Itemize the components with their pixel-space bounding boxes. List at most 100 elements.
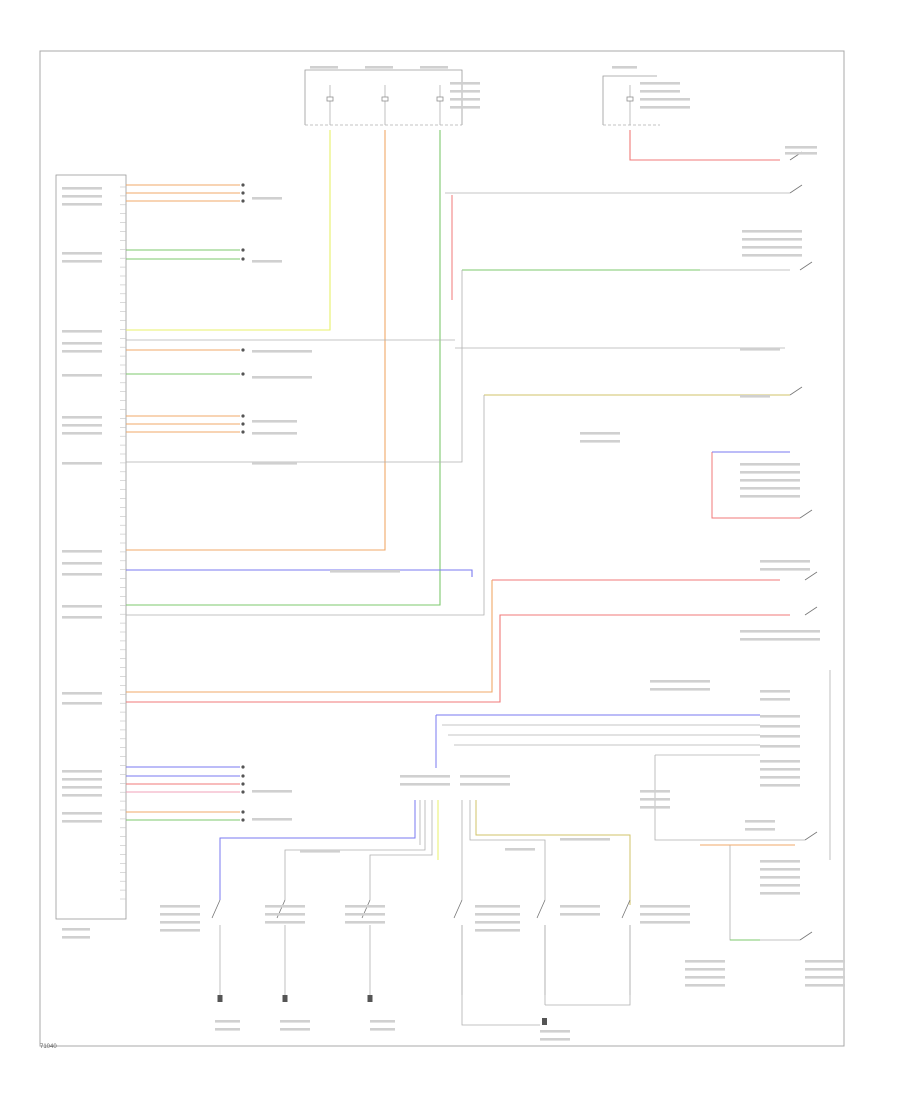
label-text-mark bbox=[740, 487, 800, 490]
label-text-mark bbox=[215, 1028, 240, 1031]
label-text-mark bbox=[475, 905, 520, 908]
label-text-mark bbox=[62, 605, 102, 608]
label-text-mark bbox=[62, 350, 102, 353]
label-text-mark bbox=[580, 432, 620, 435]
label-text-mark bbox=[370, 1028, 395, 1031]
label-text-mark bbox=[742, 254, 802, 257]
label-text-mark bbox=[280, 1020, 310, 1023]
label-text-mark bbox=[785, 146, 817, 149]
label-text-mark bbox=[252, 420, 297, 423]
connector-icon bbox=[241, 191, 245, 195]
switch-icon bbox=[453, 899, 463, 919]
label-text-mark bbox=[740, 630, 820, 633]
label-text-mark bbox=[160, 905, 200, 908]
label-text-mark bbox=[640, 98, 690, 101]
label-text-mark bbox=[252, 260, 282, 263]
connector-icon bbox=[241, 774, 245, 778]
label-text-mark bbox=[265, 913, 305, 916]
label-text-mark bbox=[252, 350, 312, 353]
label-text-mark bbox=[685, 984, 725, 987]
connector-icon bbox=[241, 372, 245, 376]
label-text-mark bbox=[760, 725, 800, 728]
label-text-mark bbox=[62, 794, 102, 797]
label-text-mark bbox=[62, 187, 102, 190]
label-text-mark bbox=[540, 1038, 570, 1041]
connector-icon bbox=[241, 348, 245, 352]
connector-icon bbox=[241, 422, 245, 426]
label-text-mark bbox=[740, 463, 800, 466]
ground-icon bbox=[217, 995, 223, 1002]
label-text-mark bbox=[760, 698, 790, 701]
label-text-mark bbox=[252, 818, 292, 821]
label-marks bbox=[62, 66, 845, 1041]
label-text-mark bbox=[805, 968, 845, 971]
label-text-mark bbox=[62, 260, 102, 263]
label-text-mark bbox=[62, 342, 102, 345]
label-text-mark bbox=[475, 929, 520, 932]
label-text-mark bbox=[640, 790, 670, 793]
label-text-mark bbox=[62, 252, 102, 255]
label-text-mark bbox=[62, 778, 102, 781]
label-text-mark bbox=[560, 913, 600, 916]
label-text-mark bbox=[650, 680, 710, 683]
label-text-mark bbox=[640, 90, 680, 93]
label-text-mark bbox=[745, 828, 775, 831]
label-text-mark bbox=[62, 562, 102, 565]
label-text-mark bbox=[640, 913, 690, 916]
ground-icon bbox=[367, 995, 373, 1002]
label-text-mark bbox=[62, 550, 102, 553]
label-text-mark bbox=[160, 929, 200, 932]
label-text-mark bbox=[62, 416, 102, 419]
right-fuse-block bbox=[602, 75, 660, 126]
connector-icon bbox=[241, 199, 245, 203]
label-text-mark bbox=[330, 570, 400, 573]
label-text-mark bbox=[760, 735, 800, 738]
label-text-mark bbox=[475, 913, 520, 916]
switch-icon bbox=[799, 261, 813, 271]
label-text-mark bbox=[740, 471, 800, 474]
label-text-mark bbox=[760, 860, 800, 863]
orange-wire bbox=[126, 130, 386, 551]
label-text-mark bbox=[345, 921, 385, 924]
label-text-mark bbox=[760, 560, 810, 563]
yellow-wire bbox=[126, 130, 331, 331]
label-text-mark bbox=[640, 905, 690, 908]
label-text-mark bbox=[62, 702, 102, 705]
label-text-mark bbox=[760, 568, 810, 571]
connector-icon bbox=[241, 790, 245, 794]
ground-icon bbox=[282, 995, 288, 1002]
label-text-mark bbox=[740, 495, 800, 498]
label-text-mark bbox=[612, 66, 637, 69]
label-text-mark bbox=[785, 152, 817, 155]
label-text-mark bbox=[252, 462, 297, 465]
label-text-mark bbox=[310, 66, 338, 69]
label-text-mark bbox=[560, 905, 600, 908]
label-text-mark bbox=[475, 921, 520, 924]
label-text-mark bbox=[62, 330, 102, 333]
connector-icon bbox=[241, 183, 245, 187]
diagram-code: 71040 bbox=[40, 1044, 57, 1050]
switch-icon bbox=[789, 386, 803, 396]
label-text-mark bbox=[400, 775, 450, 778]
label-text-mark bbox=[265, 905, 305, 908]
label-text-mark bbox=[400, 783, 450, 786]
label-text-mark bbox=[62, 928, 90, 931]
label-text-mark bbox=[370, 1020, 395, 1023]
label-text-mark bbox=[252, 197, 282, 200]
label-text-mark bbox=[740, 395, 770, 398]
label-text-mark bbox=[450, 82, 480, 85]
label-text-mark bbox=[62, 573, 102, 576]
label-text-mark bbox=[62, 203, 102, 206]
label-text-mark bbox=[62, 616, 102, 619]
label-text-mark bbox=[420, 66, 448, 69]
label-text-mark bbox=[760, 768, 800, 771]
label-text-mark bbox=[640, 798, 670, 801]
label-text-mark bbox=[265, 921, 305, 924]
label-text-mark bbox=[450, 90, 480, 93]
label-text-mark bbox=[460, 775, 510, 778]
label-text-mark bbox=[62, 462, 102, 465]
switch-icon bbox=[799, 509, 813, 519]
label-text-mark bbox=[62, 195, 102, 198]
label-text-mark bbox=[450, 98, 480, 101]
label-text-mark bbox=[742, 230, 802, 233]
